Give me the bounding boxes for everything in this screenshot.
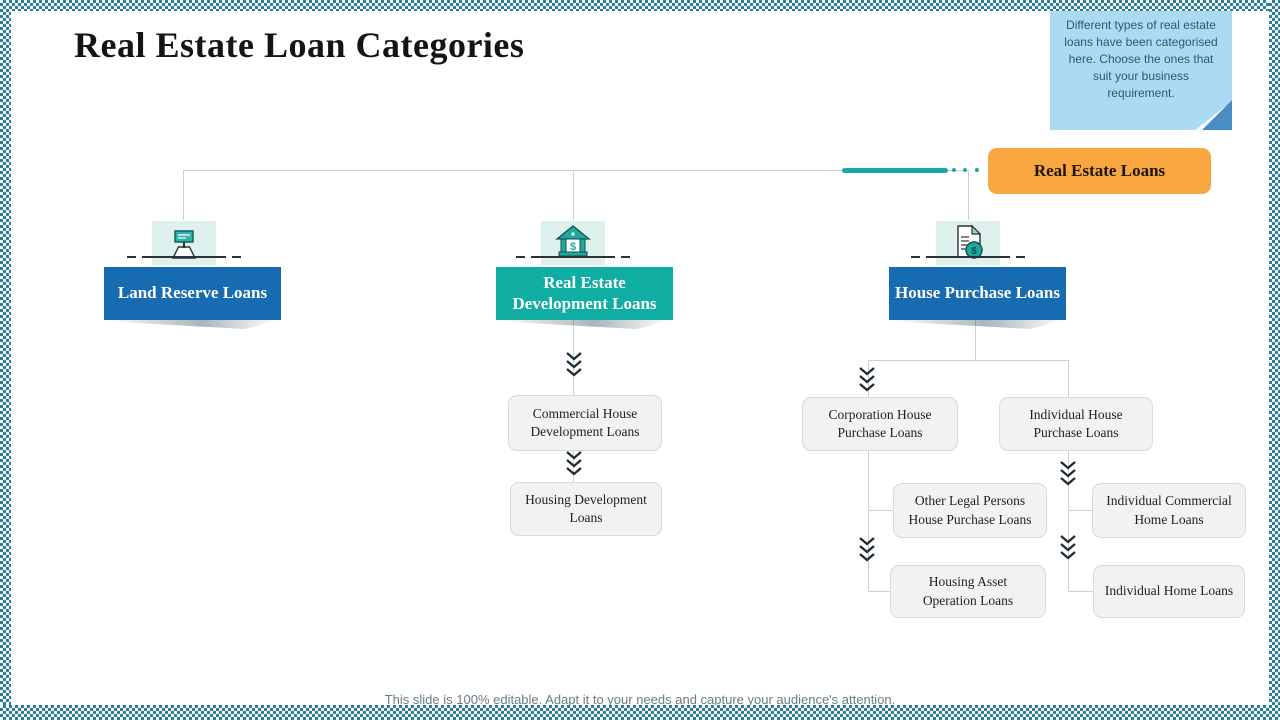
triple-chevron-down-icon [859, 537, 875, 562]
connector-line [1068, 360, 1069, 397]
connector-line [573, 170, 574, 220]
connector-line [1068, 510, 1092, 511]
land-plot-sign-icon [152, 221, 216, 265]
triple-chevron-down-icon [566, 451, 582, 476]
border-pattern-top [0, 0, 1280, 11]
connector-line [975, 320, 976, 361]
dot-icon [975, 168, 979, 172]
ground-line-icon [911, 256, 1025, 258]
connector-line [868, 451, 869, 592]
document-money-icon: $ [936, 221, 1000, 265]
connector-line [868, 591, 890, 592]
callout-note: Different types of real estate loans hav… [1050, 8, 1232, 130]
triple-chevron-down-icon [1060, 535, 1076, 560]
category-house-purchase-loans: House Purchase Loans [889, 267, 1066, 320]
connector-line [1068, 591, 1093, 592]
footer-note: This slide is 100% editable. Adapt it to… [384, 692, 896, 707]
connector-line [868, 360, 1068, 361]
sub-box-corporation-house-purchase-loans: Corporation House Purchase Loans [802, 397, 958, 451]
connector-line [868, 510, 893, 511]
ground-line-icon [516, 256, 630, 258]
sub-box-other-legal-persons-house-purchase-loans: Other Legal Persons House Purchase Loans [893, 483, 1047, 538]
sub-box-housing-development-loans: Housing Development Loans [510, 482, 662, 536]
border-pattern-left [0, 0, 11, 720]
dot-icon [952, 168, 956, 172]
sub-box-individual-home-loans: Individual Home Loans [1093, 565, 1245, 618]
border-pattern-bottom [0, 705, 1280, 720]
connector-line [183, 170, 184, 220]
ground-line-icon [127, 256, 241, 258]
teal-accent-line [842, 168, 948, 173]
svg-text:$: $ [570, 241, 576, 253]
triple-chevron-down-icon [566, 352, 582, 377]
callout-text: Different types of real estate loans hav… [1064, 18, 1218, 101]
triple-chevron-down-icon [1060, 461, 1076, 486]
connector-line [183, 170, 968, 171]
connector-line [1068, 451, 1069, 591]
border-pattern-right [1269, 0, 1280, 720]
house-dollar-icon: $ [541, 221, 605, 265]
sub-box-individual-commercial-home-loans: Individual Commercial Home Loans [1092, 483, 1246, 538]
sub-box-individual-house-purchase-loans: Individual House Purchase Loans [999, 397, 1153, 451]
root-node-real-estate-loans: Real Estate Loans [988, 148, 1211, 194]
connector-line [868, 360, 869, 397]
dot-icon [963, 168, 967, 172]
sub-box-housing-asset-operation-loans: Housing Asset Operation Loans [890, 565, 1046, 618]
connector-line [968, 170, 969, 220]
svg-text:$: $ [971, 246, 977, 257]
page-title: Real Estate Loan Categories [74, 25, 525, 65]
category-real-estate-development-loans: Real Estate Development Loans [496, 267, 673, 320]
triple-chevron-down-icon [859, 367, 875, 392]
category-land-reserve-loans: Land Reserve Loans [104, 267, 281, 320]
callout-background [1050, 8, 1232, 130]
sub-box-commercial-house-development-loans: Commercial House Development Loans [508, 395, 662, 451]
